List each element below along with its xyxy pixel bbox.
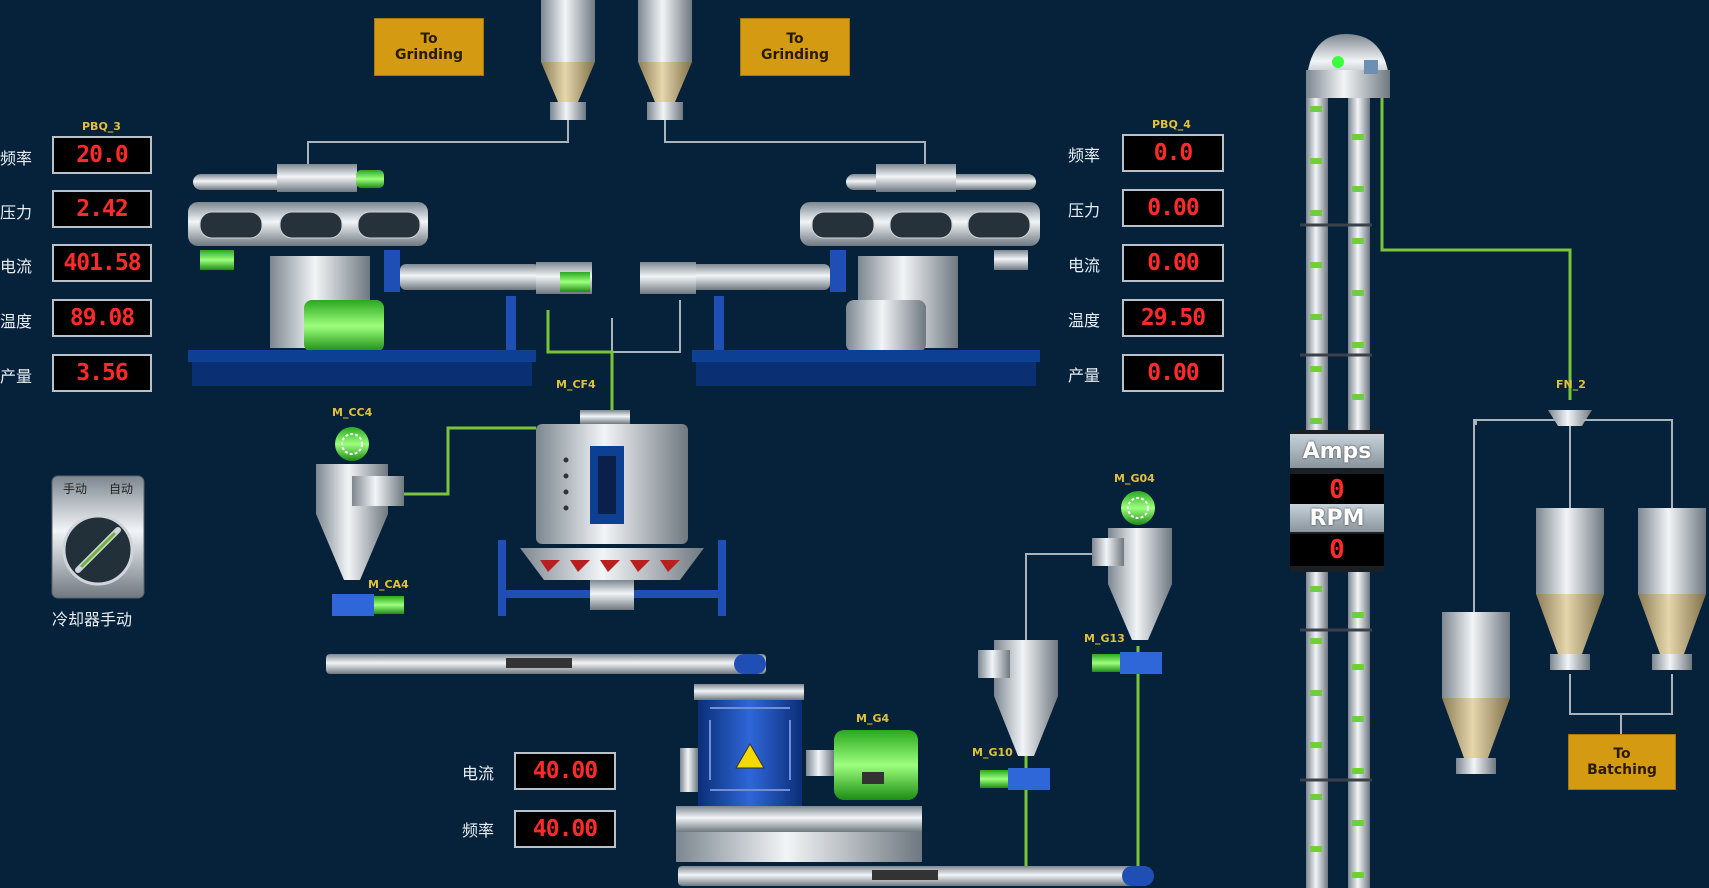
manual-label: 手动 [62,482,87,496]
crusher-label-0: 电流 [462,764,495,783]
diverter [1473,410,1673,612]
left-label-1: 压力 [0,203,33,222]
crusher-value-1: 40.00 [514,810,616,848]
pbq4-tag: PBQ_4 [1152,118,1191,131]
tag-cyclone-fan: M_CC4 [332,406,373,419]
amps-value: 0 [1290,474,1384,506]
cooler-mode-switch[interactable]: 手动 自动 [52,476,144,598]
feed-pipes [307,120,1477,425]
to-grinding-right-button[interactable]: To Grinding [740,18,850,76]
silo-right [1638,508,1706,670]
pelletizer-left [188,164,592,386]
right-label-4: 产量 [1068,366,1101,385]
right-label-0: 频率 [1068,146,1101,165]
tag-diverter: FN_2 [1556,378,1586,391]
to-batching-label: To Batching [1587,746,1657,778]
left-value-2: 401.58 [52,244,152,282]
pbq3-tag: PBQ_3 [82,120,121,133]
tag-crusher-motor: M_G4 [856,712,890,725]
right-value-0: 0.0 [1122,134,1224,172]
right-value-2: 0.00 [1122,244,1224,282]
conveyor-upper [326,654,766,674]
conveyor-lower [678,866,1154,886]
cyclone-g10 [978,640,1058,790]
to-grinding-left-button[interactable]: To Grinding [374,18,484,76]
tag-airlock: M_CA4 [368,578,409,591]
feed-silo-right [638,0,692,120]
tag-airlock-g10: M_G10 [972,746,1013,759]
rpm-value: 0 [1290,534,1384,566]
cooler [498,410,726,616]
left-value-1: 2.42 [52,190,152,228]
cooler-switch-caption: 冷却器手动 [52,610,133,629]
left-label-4: 产量 [0,367,33,386]
crusher-value-0: 40.00 [514,752,616,790]
to-batching-button[interactable]: To Batching [1568,734,1676,790]
right-label-3: 温度 [1068,311,1101,330]
silo-small-left [1442,612,1510,774]
cooler-switch-graphic [51,475,145,599]
tag-airlock-g13: M_G13 [1084,632,1125,645]
left-label-0: 频率 [0,149,33,168]
to-grinding-right-label: To Grinding [761,31,829,63]
pelletizer-right [640,164,1040,386]
auto-label: 自动 [108,482,133,496]
tag-fan-g04: M_G04 [1114,472,1155,485]
right-label-2: 电流 [1068,256,1101,275]
hammer-mill [676,684,922,862]
left-label-3: 温度 [0,312,33,331]
cyclone-g04 [1092,491,1172,674]
right-value-4: 0.00 [1122,354,1224,392]
left-value-0: 20.0 [52,136,152,174]
right-value-1: 0.00 [1122,189,1224,227]
left-value-3: 89.08 [52,299,152,337]
right-label-1: 压力 [1068,201,1101,220]
left-label-2: 电流 [0,257,33,276]
cyclone-left [316,427,404,616]
to-grinding-left-label: To Grinding [395,31,463,63]
left-value-4: 3.56 [52,354,152,392]
right-value-3: 29.50 [1122,299,1224,337]
rpm-label: RPM [1290,504,1384,532]
silo-middle [1536,508,1604,670]
tag-cooler-fan: M_CF4 [556,378,596,391]
crusher-label-1: 频率 [462,821,495,840]
amps-label: Amps [1290,434,1384,468]
feed-silo-left [541,0,595,120]
